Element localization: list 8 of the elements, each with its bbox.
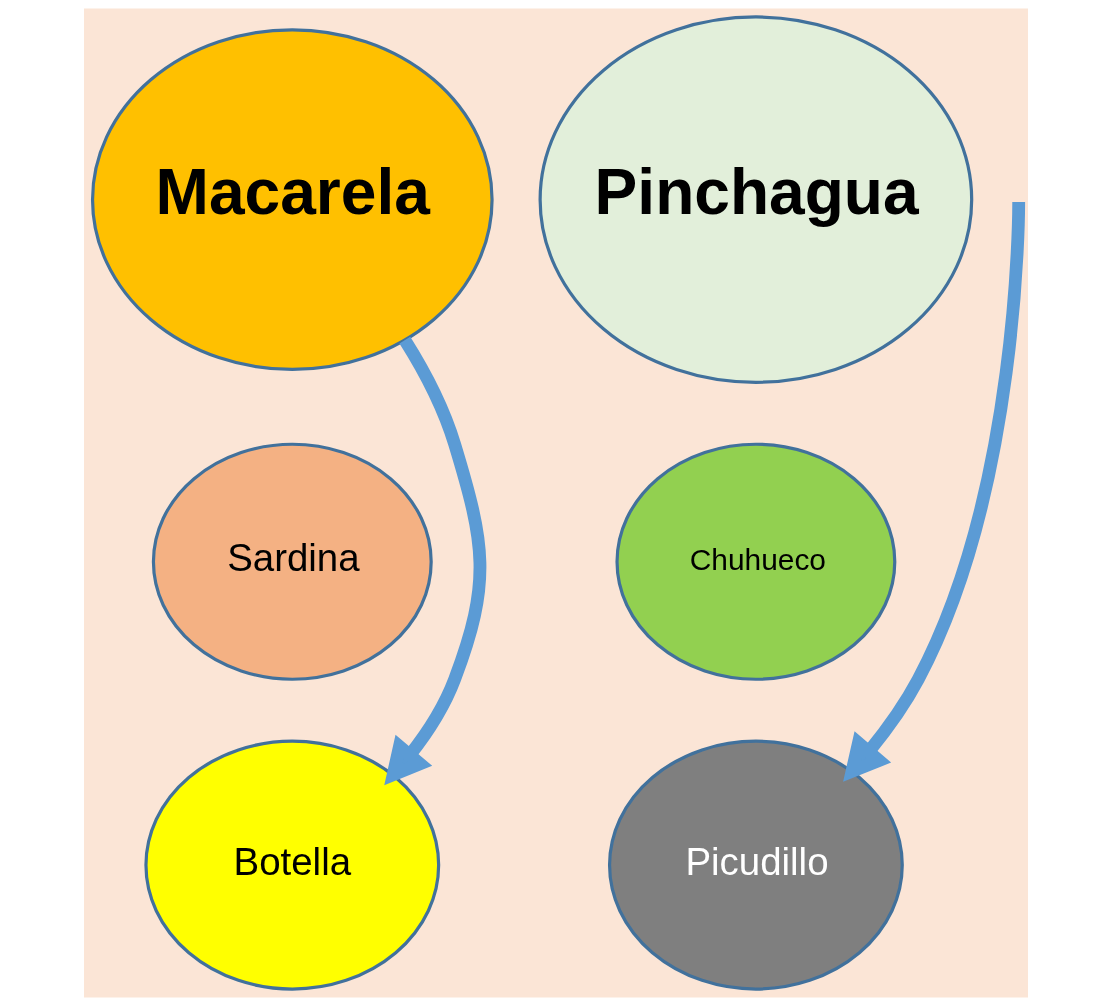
node-ellipse: Picudillo (607, 739, 904, 991)
node-ellipse: Chuhueco (615, 442, 897, 681)
node-ellipse: Botella (144, 739, 441, 991)
node-ellipse: Macarela (90, 28, 494, 372)
node-ellipse: Sardina (151, 442, 433, 681)
node-ellipse: Pinchagua (538, 15, 974, 384)
arrow (843, 201, 1026, 782)
arrow (384, 336, 487, 786)
